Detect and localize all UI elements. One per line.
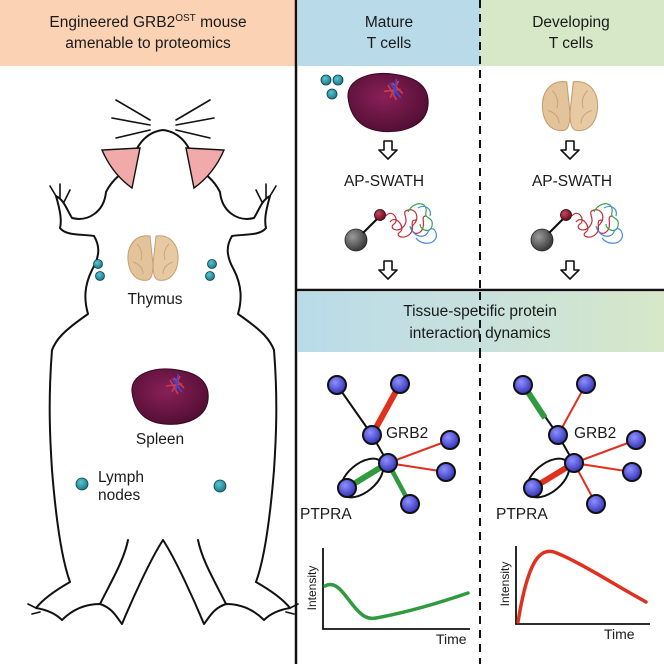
mature-method-label: AP-SWATH <box>344 173 424 190</box>
developing-hub-label: GRB2 <box>574 425 616 442</box>
mature-plot-xlabel: Time <box>436 631 467 647</box>
mature-intensity-plot: Intensity Time <box>305 548 470 647</box>
bait-complex-icon <box>529 202 624 253</box>
down-arrow-icon <box>378 140 398 160</box>
developing-header-line1: Developing <box>532 14 610 31</box>
protein-node <box>400 494 420 514</box>
lymph-node-dot <box>75 477 89 491</box>
down-arrow-icon <box>378 260 398 280</box>
network-edge <box>336 384 373 436</box>
protein-node <box>513 375 533 395</box>
left-ear-icon <box>100 147 141 190</box>
protein-node <box>390 374 410 394</box>
hub-node-grb2 <box>378 453 398 473</box>
bait-complex-icon <box>343 202 438 253</box>
t-cell-dot <box>332 74 344 86</box>
mouse-illustration <box>27 99 299 625</box>
plot-axes <box>515 546 650 625</box>
developing-target-label: PTPRA <box>496 506 548 523</box>
result-header-line2: interaction dynamics <box>409 325 551 342</box>
mature-target-label: PTPRA <box>300 506 352 523</box>
left-header-title-line1: Engineered GRB2OST mouse <box>49 13 246 31</box>
thymus-label: Thymus <box>127 291 182 308</box>
protein-node <box>440 430 460 450</box>
down-arrow-icon <box>560 260 580 280</box>
lymph-node-dot <box>205 271 215 281</box>
lymph-node-dot <box>207 259 217 269</box>
lymph-nodes-label-line2: nodes <box>98 487 140 504</box>
lymph-nodes-label-line1: Lymph <box>98 469 144 486</box>
spleen-icon <box>131 368 210 426</box>
mature-hub-label: GRB2 <box>386 425 428 442</box>
left-panel: Engineered GRB2OST mouse amenable to pro… <box>0 0 299 625</box>
mature-network: GRB2 PTPRA <box>300 374 460 523</box>
left-header-title-line2: amenable to proteomics <box>65 35 231 52</box>
protein-node <box>576 374 596 394</box>
hub-node-grb2 <box>564 453 584 473</box>
thymus-icon <box>541 81 599 132</box>
plot-axes <box>322 548 470 630</box>
protein-node <box>622 462 642 482</box>
t-cell-dot <box>326 88 338 100</box>
intensity-curve-red <box>516 549 648 624</box>
developing-plot-ylabel: Intensity <box>498 562 512 607</box>
developing-network: GRB2 PTPRA <box>496 374 646 523</box>
spleen-label: Spleen <box>136 431 184 448</box>
left-header-bg <box>0 0 296 66</box>
spleen-icon <box>347 72 429 133</box>
mature-header-line1: Mature <box>365 14 413 31</box>
protein-node <box>327 375 347 395</box>
result-header-line1: Tissue-specific protein <box>403 303 557 320</box>
protein-node <box>436 462 456 482</box>
right-ear-icon <box>185 147 226 190</box>
network-edge-red <box>573 439 637 464</box>
protein-node <box>626 430 646 450</box>
intensity-curve-green <box>323 582 470 621</box>
network-edge-red <box>387 439 451 464</box>
target-node-ptpra <box>523 478 543 498</box>
thymus-icon <box>127 235 179 281</box>
developing-plot-xlabel: Time <box>604 626 635 642</box>
protein-node <box>586 494 606 514</box>
mature-header-bg <box>298 0 480 66</box>
developing-method-label: AP-SWATH <box>532 173 612 190</box>
developing-header-bg <box>480 0 664 66</box>
down-arrow-icon <box>560 140 580 160</box>
protein-node <box>548 425 568 445</box>
developing-intensity-plot: Intensity Time <box>498 546 650 642</box>
target-node-ptpra <box>337 478 357 498</box>
mature-workflow: AP-SWATH <box>320 72 438 280</box>
developing-workflow: AP-SWATH <box>529 81 624 280</box>
mature-plot-ylabel: Intensity <box>305 566 319 611</box>
mature-header-line2: T cells <box>367 35 412 52</box>
lymph-node-dot <box>93 259 103 269</box>
protein-node <box>362 425 382 445</box>
lymph-node-dot <box>95 271 105 281</box>
t-cell-dot <box>320 74 332 86</box>
lymph-node-dot <box>213 479 227 493</box>
developing-header-line2: T cells <box>549 35 594 52</box>
